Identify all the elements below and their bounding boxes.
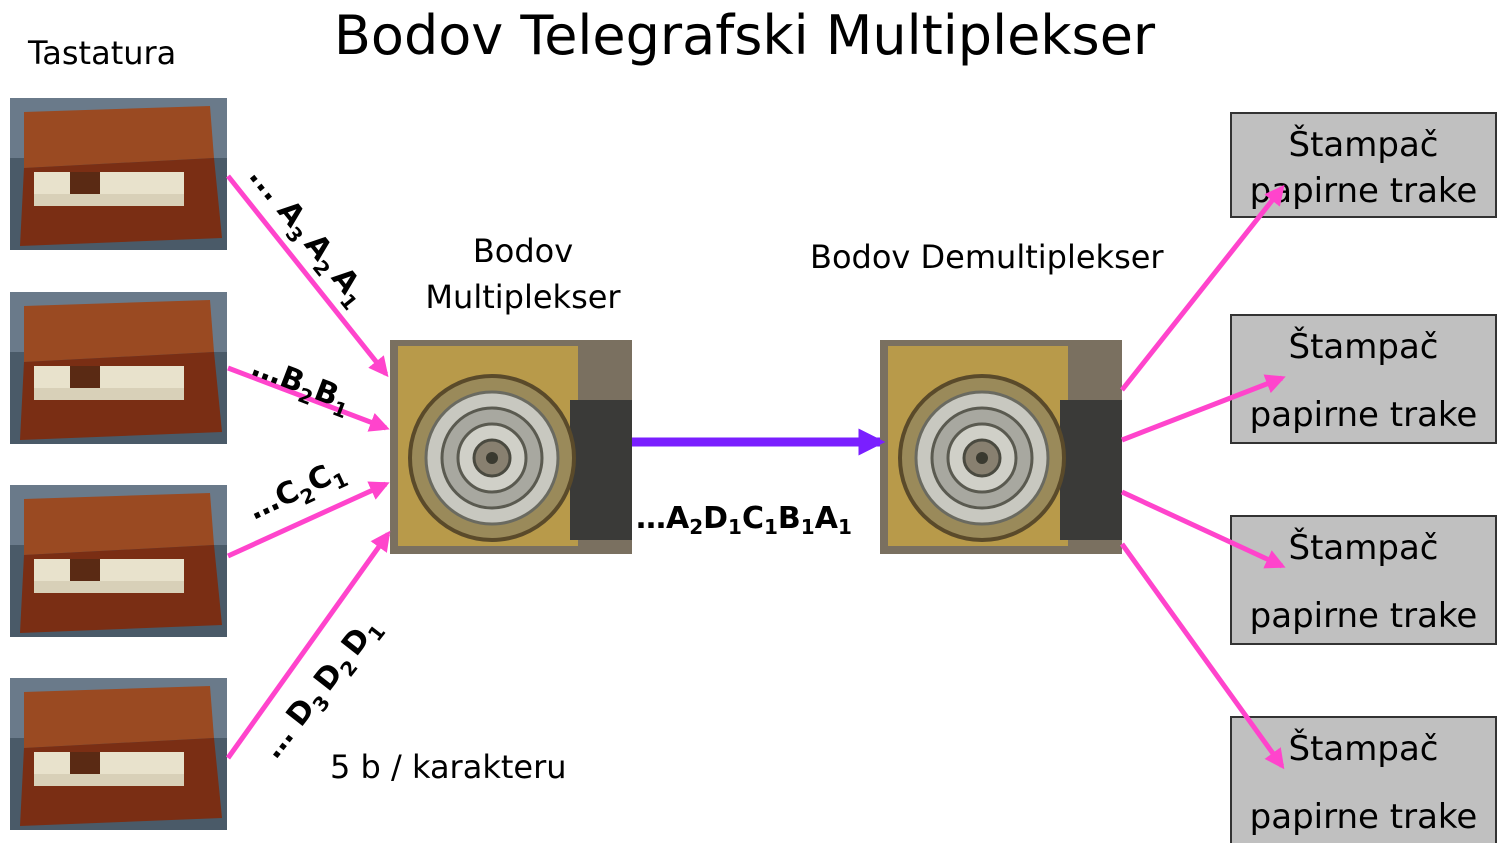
keyboard-image [10, 485, 227, 637]
bits-per-character-label: 5 b / karakteru [330, 748, 567, 786]
input-arrow-d [225, 530, 391, 760]
printer-label-line1: Štampač [1288, 125, 1439, 165]
stream-b-label: …B2B1 [245, 349, 356, 423]
input-arrow-c [226, 481, 390, 559]
keyboard-image [10, 98, 227, 250]
printer-label-line2: papirne trake [1249, 596, 1478, 636]
input-arrow-b [227, 365, 390, 432]
printer-label-line1: Štampač [1288, 729, 1439, 769]
multiplexed-stream-label: …A2D1C1B1A1 [636, 501, 852, 539]
printer-box: Štampač papirne trake [1230, 515, 1497, 645]
output-arrow-3 [1120, 489, 1286, 569]
multiplexer-label-line2: Multiplekser [425, 278, 621, 316]
page-title: Bodov Telegrafski Multiplekser [333, 4, 1156, 67]
multiplexer-label: Bodov Multiplekser [412, 228, 634, 320]
printer-box: Štampač papirne trake [1230, 716, 1497, 843]
printer-label-line1: Štampač [1288, 528, 1439, 568]
multiplexer-image [390, 340, 632, 554]
keyboard-image [10, 292, 227, 444]
stream-a-label: ... A3A2A1 [238, 159, 375, 315]
printer-label-line1: Štampač [1288, 327, 1439, 367]
keyboard-image [10, 678, 227, 830]
multiplexer-label-line1: Bodov [472, 232, 574, 270]
printer-label-line2: papirne trake [1249, 171, 1478, 211]
demultiplexer-label: Bodov Demultiplekser [810, 238, 1164, 276]
output-arrow-4 [1119, 542, 1285, 770]
stream-c-label: …C2C1 [243, 452, 352, 531]
output-arrow-1 [1120, 184, 1285, 392]
output-arrow-2 [1121, 374, 1286, 443]
printer-label-line2: papirne trake [1249, 395, 1478, 435]
keyboard-label: Tastatura [28, 34, 177, 72]
demultiplexer-image [880, 340, 1122, 554]
input-arrow-a [226, 174, 389, 378]
printer-label-line2: papirne trake [1249, 797, 1478, 837]
